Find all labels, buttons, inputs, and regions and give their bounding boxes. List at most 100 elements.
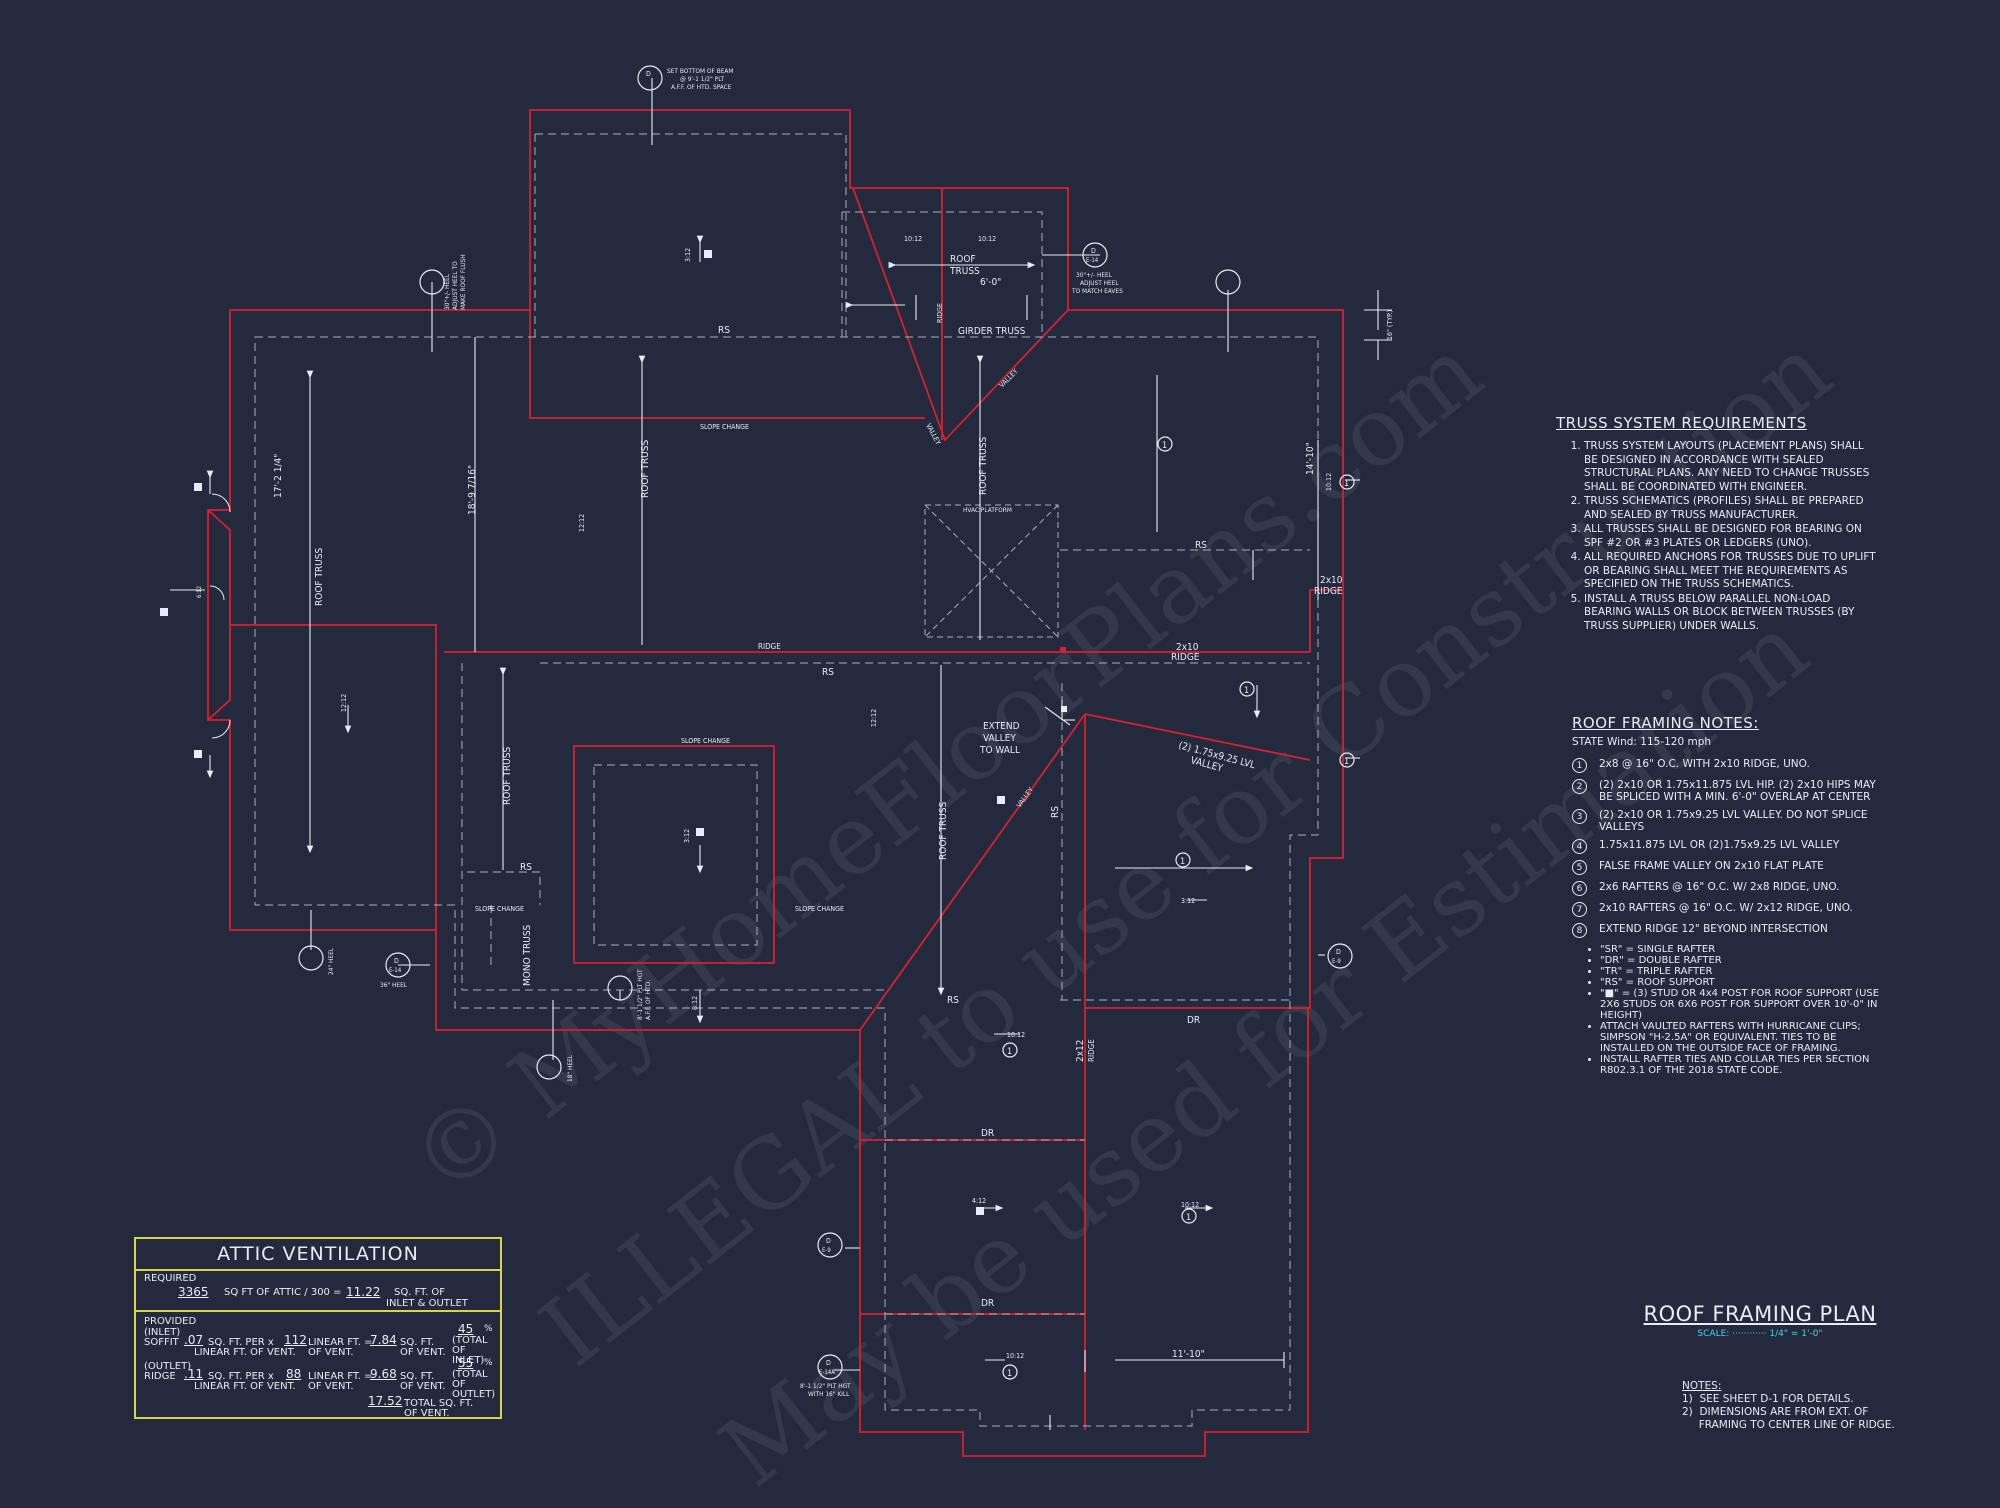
label-ridge-2x10-top-b: RIDGE bbox=[1314, 586, 1343, 597]
truss-req-item: TRUSS SCHEMATICS (PROFILES) SHALL BE PRE… bbox=[1584, 495, 1876, 522]
label-slope-change: SLOPE CHANGE bbox=[681, 737, 730, 745]
label-circle-1: 1 bbox=[1186, 1213, 1191, 1223]
label-ridge-2x12: 2x12 bbox=[1075, 1040, 1086, 1063]
label-pitch: 10:12 bbox=[1325, 473, 1333, 491]
legend-bullet: "SR" = SINGLE RAFTER bbox=[1600, 944, 1892, 955]
label-pitch: 10:12 bbox=[978, 235, 996, 243]
note-number: 2 bbox=[1572, 779, 1587, 794]
label-ridge-small: RIDGE bbox=[936, 303, 944, 323]
required-vent-unit: SQ. FT. OF bbox=[394, 1287, 446, 1298]
roof-note-item: 2 (2) 2x10 OR 1.75x11.875 LVL HIP. (2) 2x… bbox=[1572, 779, 1892, 803]
legend-bullet: INSTALL RAFTER TIES AND COLLAR TIES PER … bbox=[1600, 1054, 1892, 1076]
label-section-d: D bbox=[826, 1359, 831, 1367]
label-section-ref: E-14 bbox=[389, 967, 402, 974]
note-text: 1.75x11.875 LVL OR (2)1.75x9.25 LVL VALL… bbox=[1599, 839, 1840, 851]
label-rs-vertical: RS bbox=[1050, 806, 1061, 818]
label-ridge-2x10-top: 2x10 bbox=[1320, 575, 1343, 586]
ridge-value: .11 bbox=[184, 1367, 204, 1381]
label-heel-note: 30"+/- HEEL bbox=[1076, 271, 1113, 279]
legend-bullet: "DR" = DOUBLE RAFTER bbox=[1600, 955, 1892, 966]
ridge-result: 9.68 bbox=[370, 1367, 397, 1381]
ridge-sub-3: OF VENT. bbox=[400, 1381, 446, 1392]
label-pitch: 12:12 bbox=[578, 514, 586, 532]
label-section-d: D bbox=[826, 1237, 831, 1245]
label-circle-1: 1 bbox=[1162, 441, 1167, 451]
label-mono-truss: MONO TRUSS bbox=[522, 924, 533, 986]
label-ridge: RIDGE bbox=[758, 642, 781, 651]
label-section-d: D bbox=[1091, 247, 1096, 255]
attic-sqft-text: SQ FT OF ATTIC / 300 = bbox=[224, 1287, 342, 1298]
label-heel-note: 30"+/- HEEL bbox=[443, 273, 451, 310]
label-pitch: 10:12 bbox=[904, 235, 922, 243]
label-plt-note: 8'-1 1/2" PLT HGT bbox=[636, 969, 644, 1020]
attic-required-section: REQUIRED 3365 SQ FT OF ATTIC / 300 = 11.… bbox=[136, 1271, 500, 1312]
truss-requirements-panel: TRUSS SYSTEM REQUIREMENTS TRUSS SYSTEM L… bbox=[1556, 414, 1876, 634]
note-text: (2) 2x10 OR 1.75x9.25 LVL VALLEY. DO NOT… bbox=[1599, 809, 1868, 833]
label-roof-truss: ROOF TRUSS bbox=[938, 802, 949, 860]
label-plt-note: WITH 16" KILL bbox=[808, 1390, 850, 1398]
soffit-value: .07 bbox=[184, 1333, 204, 1347]
label-slope-change: SLOPE CHANGE bbox=[475, 905, 524, 913]
dashed-framing bbox=[254, 133, 1319, 1427]
soffit-result-text: SQ. FT. bbox=[400, 1337, 435, 1348]
label-roof-truss: ROOF TRUSS bbox=[640, 440, 651, 498]
label-section-ref: E-14 bbox=[1086, 257, 1099, 264]
label-pitch: 3:12 bbox=[684, 248, 692, 262]
truss-req-item: INSTALL A TRUSS BELOW PARALLEL NON-LOAD … bbox=[1584, 593, 1876, 634]
roof-notes-title: ROOF FRAMING NOTES: bbox=[1572, 714, 1759, 732]
drawing-title: ROOF FRAMING PLAN bbox=[1643, 1302, 1877, 1326]
section-markers bbox=[298, 65, 1355, 1380]
attic-ventilation-table: ATTIC VENTILATION REQUIRED 3365 SQ FT OF… bbox=[134, 1237, 502, 1419]
label-circle-1: 1 bbox=[1244, 686, 1249, 696]
label-circle-1: 1 bbox=[1344, 479, 1349, 489]
label-valley: VALLEY bbox=[998, 367, 1020, 389]
label-pitch: 4:12 bbox=[972, 1197, 986, 1205]
required-label: REQUIRED bbox=[144, 1273, 197, 1284]
note-text: 2x8 @ 16" O.C. WITH 2x10 RIDGE, UNO. bbox=[1599, 758, 1810, 770]
sheet-notes-title: NOTES: bbox=[1682, 1380, 1722, 1392]
legend-bullet: ATTACH VAULTED RAFTERS WITH HURRICANE CL… bbox=[1600, 1021, 1892, 1054]
legend-bullet: "TR" = TRIPLE RAFTER bbox=[1600, 966, 1892, 977]
soffit-result: 7.84 bbox=[370, 1333, 397, 1347]
soffit-sub-1: LINEAR FT. OF VENT. bbox=[194, 1347, 296, 1358]
soffit-label: SOFFIT bbox=[144, 1337, 179, 1348]
label-hvac-platform: HVAC PLATFORM bbox=[963, 506, 1012, 514]
drawing-title-block: ROOF FRAMING PLAN SCALE: ············ 1/… bbox=[1640, 1302, 1880, 1339]
note-text: (2) 2x10 OR 1.75x11.875 LVL HIP. (2) 2x1… bbox=[1599, 779, 1876, 803]
label-beam-note: SET BOTTOM OF BEAM bbox=[667, 67, 733, 75]
truss-req-item: TRUSS SYSTEM LAYOUTS (PLACEMENT PLANS) S… bbox=[1584, 440, 1876, 494]
post-markers bbox=[160, 250, 1067, 1215]
total-vent-text: TOTAL SQ. FT. bbox=[404, 1398, 474, 1409]
framing-linework bbox=[170, 78, 1392, 1430]
truss-requirements-title: TRUSS SYSTEM REQUIREMENTS bbox=[1556, 414, 1807, 432]
note-number: 1 bbox=[1572, 758, 1587, 773]
label-dr: DR bbox=[981, 1298, 994, 1309]
label-dim-6-0: 6'-0" bbox=[980, 277, 1001, 288]
truss-req-item: ALL REQUIRED ANCHORS FOR TRUSSES DUE TO … bbox=[1584, 551, 1876, 592]
soffit-lf-text: LINEAR FT. = bbox=[308, 1337, 373, 1348]
label-extend-valley-2: VALLEY bbox=[983, 733, 1016, 744]
roof-note-item: 1 2x8 @ 16" O.C. WITH 2x10 RIDGE, UNO. bbox=[1572, 758, 1892, 773]
label-pitch: 10:12 bbox=[1006, 1352, 1024, 1360]
label-pitch: 8:12 bbox=[691, 996, 699, 1010]
soffit-percent: 45 bbox=[458, 1322, 474, 1336]
label-plt-note: A.F.F. OF HTD. bbox=[644, 980, 652, 1020]
label-pitch: 12:12 bbox=[340, 694, 348, 712]
label-circle-1: 1 bbox=[1007, 1047, 1012, 1057]
label-section-ref: E-14A bbox=[819, 1369, 835, 1376]
label-extend-valley-1: EXTEND bbox=[983, 721, 1020, 732]
note-number: 4 bbox=[1572, 839, 1587, 854]
label-heel-note: MAKE ROOF FLUSH bbox=[459, 254, 467, 310]
label-section-ref: E-9 bbox=[1332, 958, 1341, 965]
required-vent-value: 11.22 bbox=[346, 1285, 381, 1299]
soffit-sub-2: OF VENT. bbox=[308, 1347, 354, 1358]
ridge-text: SQ. FT. PER x bbox=[208, 1371, 274, 1382]
ridge-percent: 55 bbox=[458, 1356, 474, 1370]
soffit-percent-text: (TOTAL OF INLET) bbox=[452, 1335, 488, 1366]
label-heel-36: 36" HEEL bbox=[380, 981, 408, 989]
required-vent-unit2: INLET & OUTLET bbox=[386, 1298, 468, 1309]
label-dim-14-10: 14'-10" bbox=[1305, 442, 1316, 475]
label-circle-1: 1 bbox=[1180, 857, 1185, 867]
label-pitch: 10:12 bbox=[1007, 1031, 1025, 1039]
note-number: 7 bbox=[1572, 902, 1587, 917]
